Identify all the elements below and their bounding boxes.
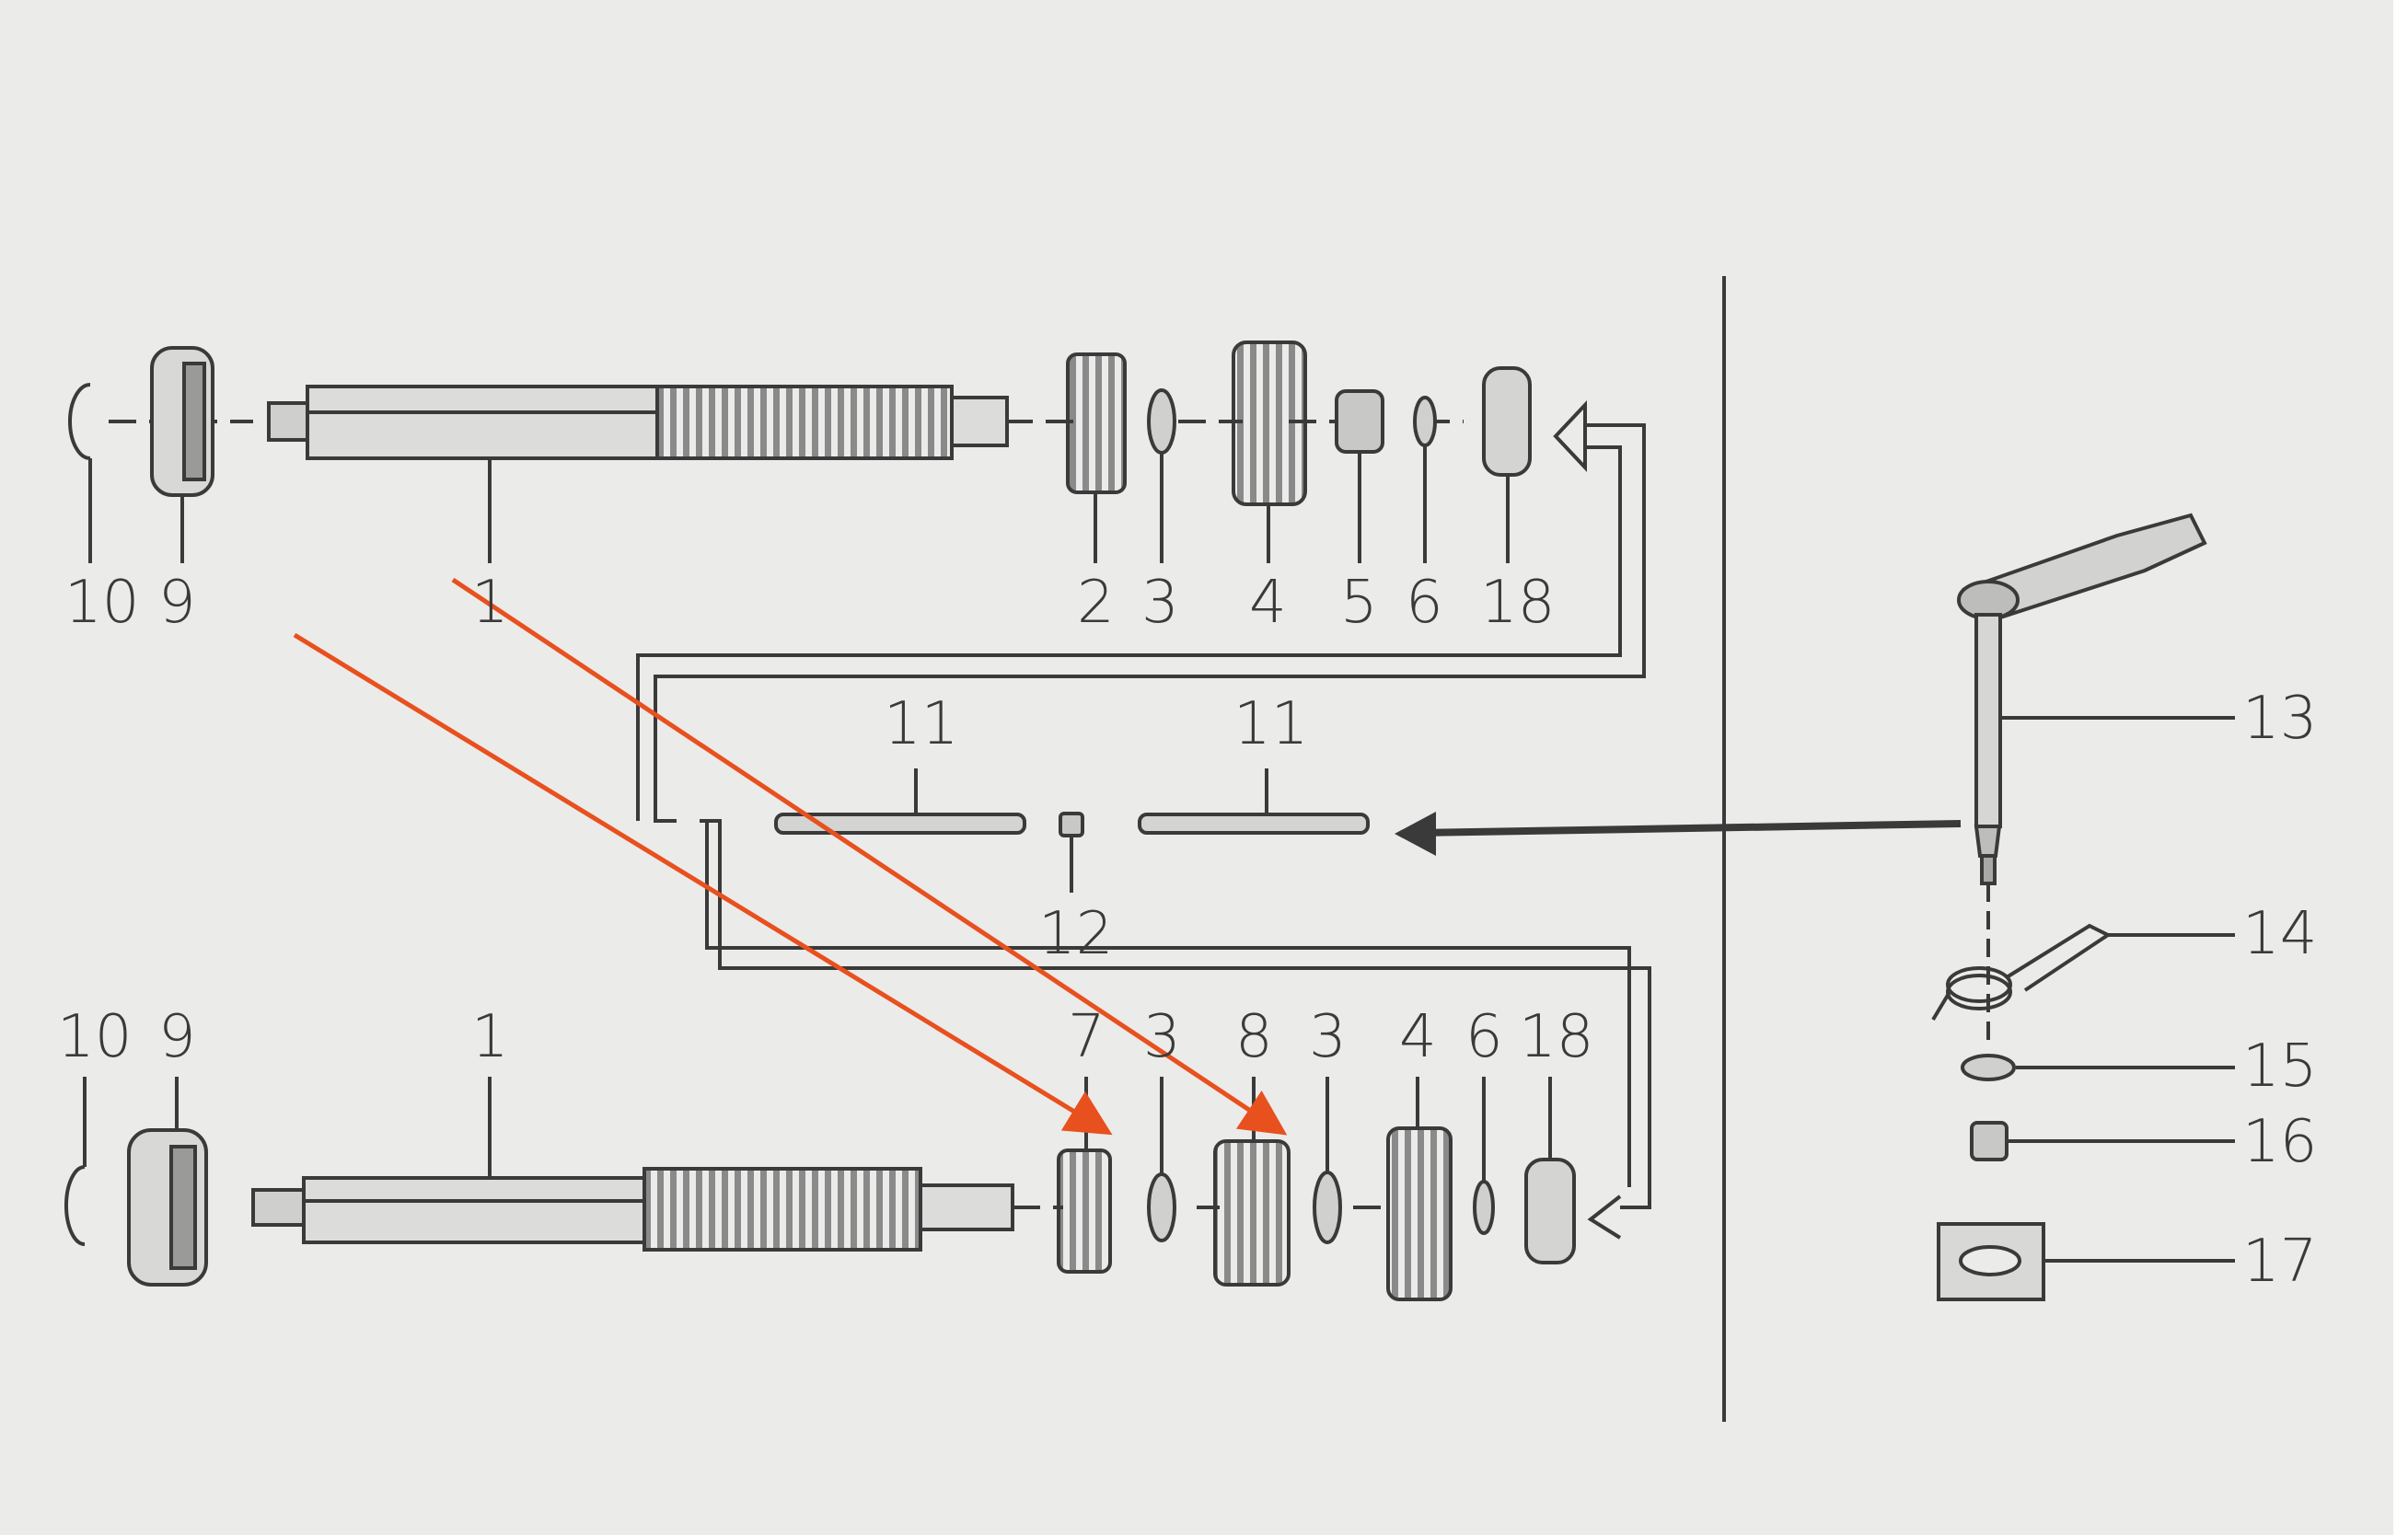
label-bottom-7: 7 xyxy=(1068,1003,1106,1071)
gear-4-top xyxy=(1232,340,1307,506)
gear-8-bottom xyxy=(1213,1139,1291,1287)
washer-3-top xyxy=(1147,388,1176,455)
label-top-5: 5 xyxy=(1340,569,1378,637)
selector-assembly xyxy=(1931,513,2235,1301)
label-bottom-4: 4 xyxy=(1399,1003,1437,1071)
annotation-arrow-1 xyxy=(293,632,1113,1136)
annotation-arrows xyxy=(293,577,1288,1136)
bearing-18-bottom xyxy=(1524,1158,1576,1264)
label-right-15: 15 xyxy=(2242,1033,2317,1101)
washer-3-bottom-a xyxy=(1147,1172,1176,1242)
label-top-6: 6 xyxy=(1406,569,1443,637)
bearing-9-bottom xyxy=(127,1128,208,1287)
label-top-10: 10 xyxy=(64,569,139,637)
bottom-shaft-assembly xyxy=(64,1077,1576,1301)
label-bottom-1: 1 xyxy=(471,1003,509,1071)
top-shaft-assembly xyxy=(68,340,1532,563)
sleeve-16 xyxy=(1970,1121,2235,1161)
assembly-flow-arrow xyxy=(636,399,1651,1240)
label-bottom-3a: 3 xyxy=(1143,1003,1181,1071)
washer-3-bottom-b xyxy=(1313,1171,1342,1244)
washer-6-bottom xyxy=(1473,1180,1495,1235)
shift-rods xyxy=(774,768,1370,893)
gear-4-bottom xyxy=(1386,1126,1453,1301)
annotation-arrow-2 xyxy=(451,577,1288,1136)
main-shaft-1-bottom xyxy=(251,1167,1014,1252)
label-top-3: 3 xyxy=(1141,569,1179,637)
label-bottom-6: 6 xyxy=(1465,1003,1503,1071)
label-right-13: 13 xyxy=(2242,685,2317,753)
insertion-arrow xyxy=(1395,812,1962,856)
circlip-10-top xyxy=(68,383,91,460)
label-right-17: 17 xyxy=(2242,1228,2317,1296)
pin-12 xyxy=(1059,812,1084,837)
gear-7-bottom xyxy=(1057,1148,1112,1274)
plate-17 xyxy=(1937,1222,2235,1301)
label-mid-11-right: 11 xyxy=(1233,690,1308,758)
label-top-18: 18 xyxy=(1480,569,1555,637)
label-bottom-10: 10 xyxy=(57,1003,132,1071)
bearing-9-top xyxy=(150,346,214,497)
rod-11-left xyxy=(774,813,1026,835)
selector-lever-13 xyxy=(1957,513,2235,885)
label-mid-11-left: 11 xyxy=(884,690,958,758)
label-top-4: 4 xyxy=(1249,569,1287,637)
label-bottom-9: 9 xyxy=(158,1003,196,1071)
bushing-5-top xyxy=(1335,389,1384,454)
label-bottom-8: 8 xyxy=(1235,1003,1273,1071)
bearing-18-top xyxy=(1482,366,1532,477)
main-shaft-1-top xyxy=(267,385,1009,460)
label-bottom-18: 18 xyxy=(1519,1003,1593,1071)
circlip-10-bottom xyxy=(64,1165,86,1246)
gear-2-top xyxy=(1066,352,1127,494)
spring-14 xyxy=(1931,923,2235,1021)
washer-15 xyxy=(1961,1054,2235,1081)
label-top-1: 1 xyxy=(471,569,509,637)
part-labels: 10 9 1 2 3 4 5 6 18 11 11 12 10 9 1 7 3 … xyxy=(57,569,2317,1296)
label-bottom-3b: 3 xyxy=(1309,1003,1347,1071)
label-mid-12: 12 xyxy=(1038,900,1113,968)
label-right-14: 14 xyxy=(2242,900,2317,968)
label-top-2: 2 xyxy=(1077,569,1115,637)
washer-6-top xyxy=(1413,396,1437,447)
rod-11-right xyxy=(1138,813,1370,835)
label-right-16: 16 xyxy=(2242,1108,2317,1176)
label-top-9: 9 xyxy=(158,569,196,637)
